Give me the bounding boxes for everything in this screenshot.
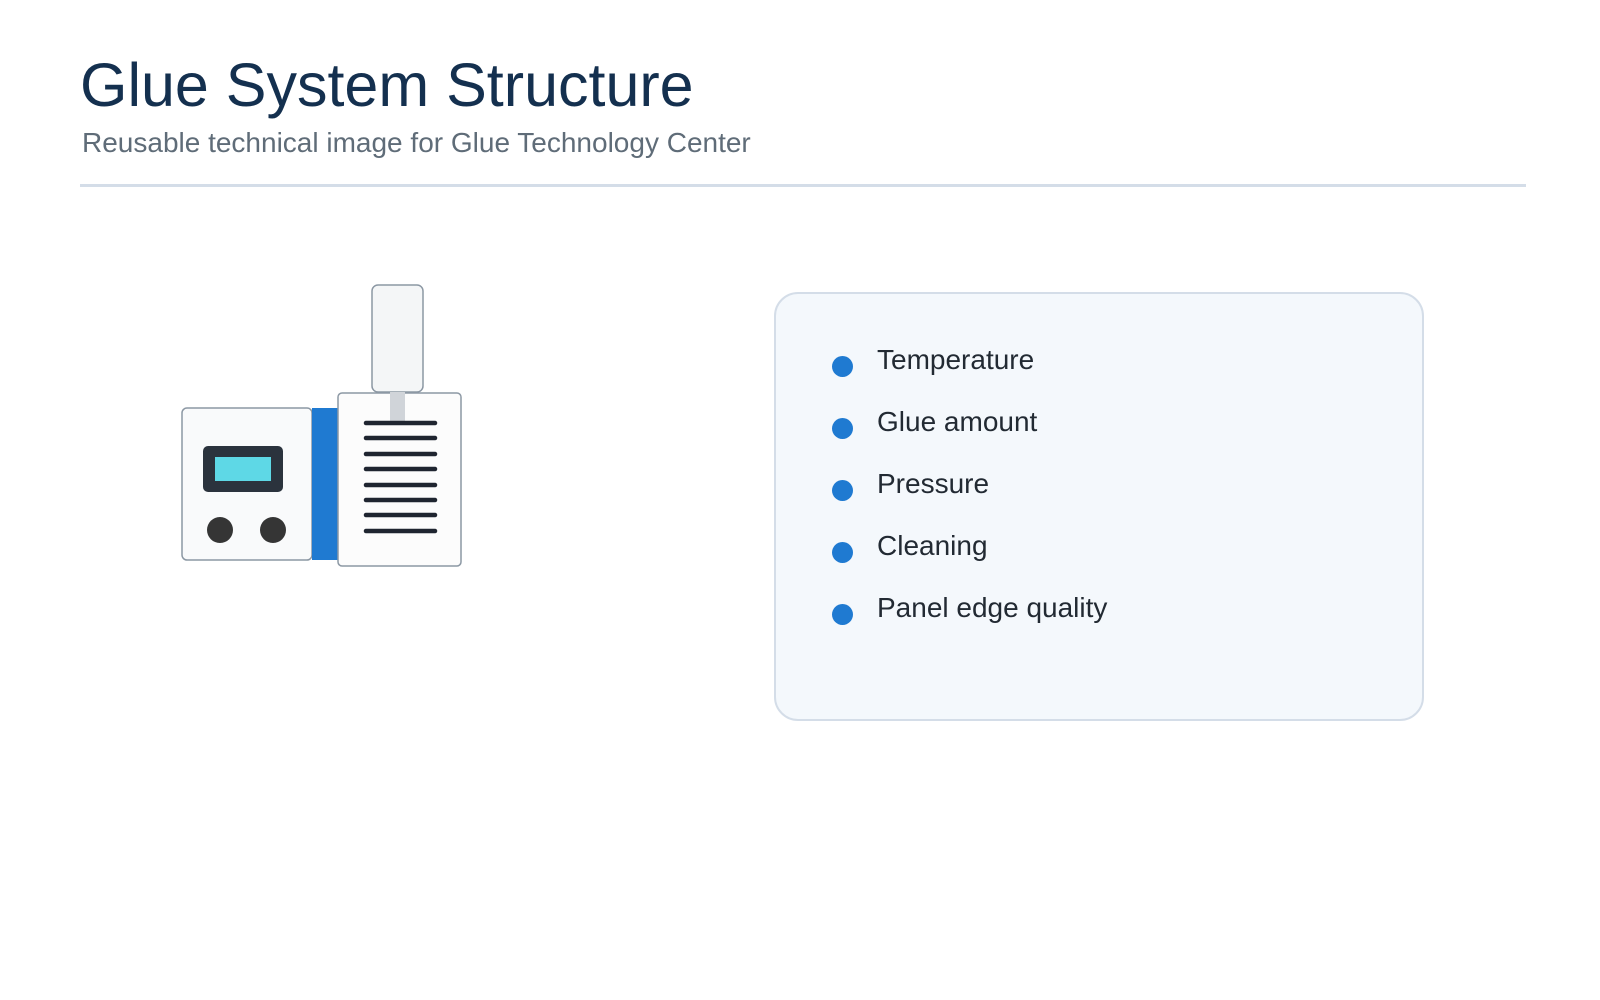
bullet-dot-icon [832, 480, 853, 501]
list-item: Glue amount [832, 406, 1107, 468]
feature-list: Temperature Glue amount Pressure Cleanin… [832, 344, 1107, 654]
bullet-dot-icon [832, 356, 853, 377]
page-title: Glue System Structure [80, 51, 694, 119]
control-knob-right [260, 517, 286, 543]
bullet-dot-icon [832, 542, 853, 563]
connector-band [312, 408, 338, 560]
feature-label: Cleaning [877, 530, 988, 561]
feature-label: Glue amount [877, 406, 1038, 437]
header-divider [80, 184, 1526, 187]
features-panel: Temperature Glue amount Pressure Cleanin… [774, 292, 1424, 721]
list-item: Temperature [832, 344, 1107, 406]
bullet-dot-icon [832, 418, 853, 439]
list-item: Pressure [832, 468, 1107, 530]
page-subtitle: Reusable technical image for Glue Techno… [82, 127, 751, 158]
bullet-dot-icon [832, 604, 853, 625]
glue-cartridge [371, 284, 424, 393]
display-screen [215, 457, 271, 481]
feature-label: Temperature [877, 344, 1035, 375]
feature-label: Panel edge quality [877, 592, 1108, 623]
feature-label: Pressure [877, 468, 990, 499]
control-knob-left [207, 517, 233, 543]
list-item: Cleaning [832, 530, 1107, 592]
glue-machine-icon [181, 284, 462, 567]
cartridge-feed-tube [390, 392, 405, 422]
tank-vent-lines [363, 420, 438, 534]
list-item: Panel edge quality [832, 592, 1107, 654]
